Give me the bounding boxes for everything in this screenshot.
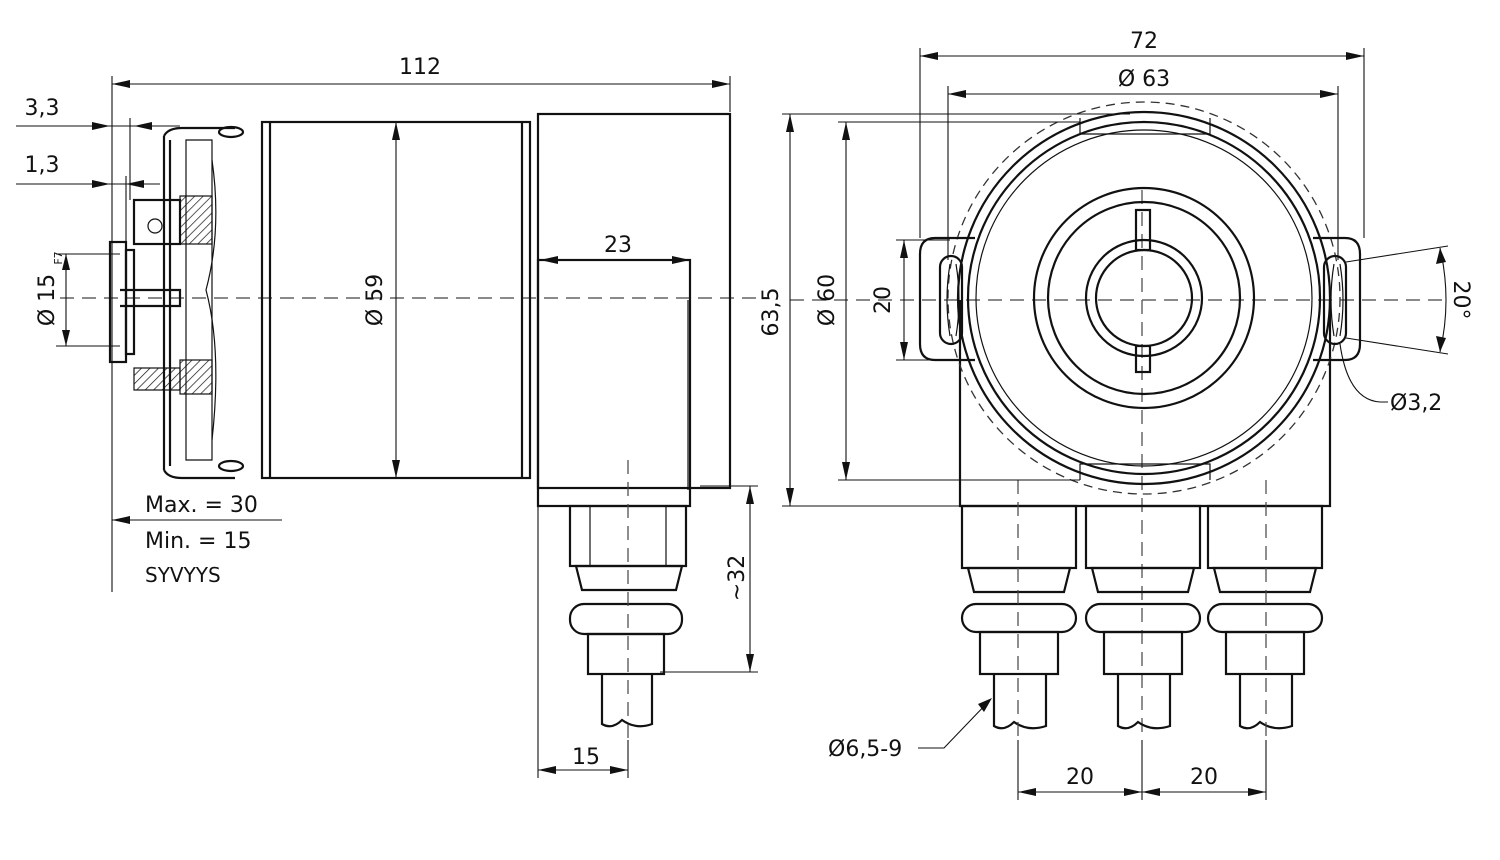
dim-15: 15 bbox=[572, 745, 600, 770]
dim-shaft-dia: Ø 15 bbox=[35, 274, 60, 326]
dim-width-72: 72 bbox=[1130, 29, 1158, 54]
dim-body-dia: Ø 59 bbox=[363, 274, 388, 326]
dim-shaft-tol: F7 bbox=[52, 251, 65, 264]
dim-pitch-left: 20 bbox=[1066, 765, 1094, 790]
dim-3-3: 3,3 bbox=[25, 96, 60, 121]
shaft-clamp bbox=[108, 125, 245, 480]
side-view: 112 3,3 1,3 Ø 15 F7 Ø 59 23 bbox=[16, 55, 760, 778]
dim-pitch-right: 20 bbox=[1190, 765, 1218, 790]
dim-height-63-5: 63,5 bbox=[759, 288, 784, 337]
connector-housing bbox=[536, 112, 732, 490]
dim-length-112: 112 bbox=[399, 55, 441, 80]
cable-gland-2 bbox=[1084, 504, 1202, 730]
cable-gland-1 bbox=[960, 480, 1078, 740]
note-code: SYVYYS bbox=[145, 563, 221, 587]
front-view: 72 Ø 63 63,5 Ø 60 20 20° bbox=[759, 29, 1473, 800]
dim-gland-length: ~32 bbox=[725, 555, 750, 601]
dim-dia-60: Ø 60 bbox=[815, 274, 840, 326]
dim-cable-dia: Ø6,5-9 bbox=[828, 737, 902, 762]
dim-hole-dia: Ø3,2 bbox=[1390, 391, 1442, 416]
dim-angle-20: 20° bbox=[1448, 281, 1473, 320]
dim-23: 23 bbox=[604, 233, 632, 258]
dim-dia-63: Ø 63 bbox=[1118, 67, 1170, 92]
cable-gland-side bbox=[568, 460, 688, 740]
cable-gland-3 bbox=[1206, 480, 1324, 740]
dim-slot-20: 20 bbox=[871, 286, 896, 314]
note-max: Max. = 30 bbox=[145, 493, 258, 518]
dim-1-3: 1,3 bbox=[25, 153, 60, 178]
note-min: Min. = 15 bbox=[145, 529, 251, 554]
